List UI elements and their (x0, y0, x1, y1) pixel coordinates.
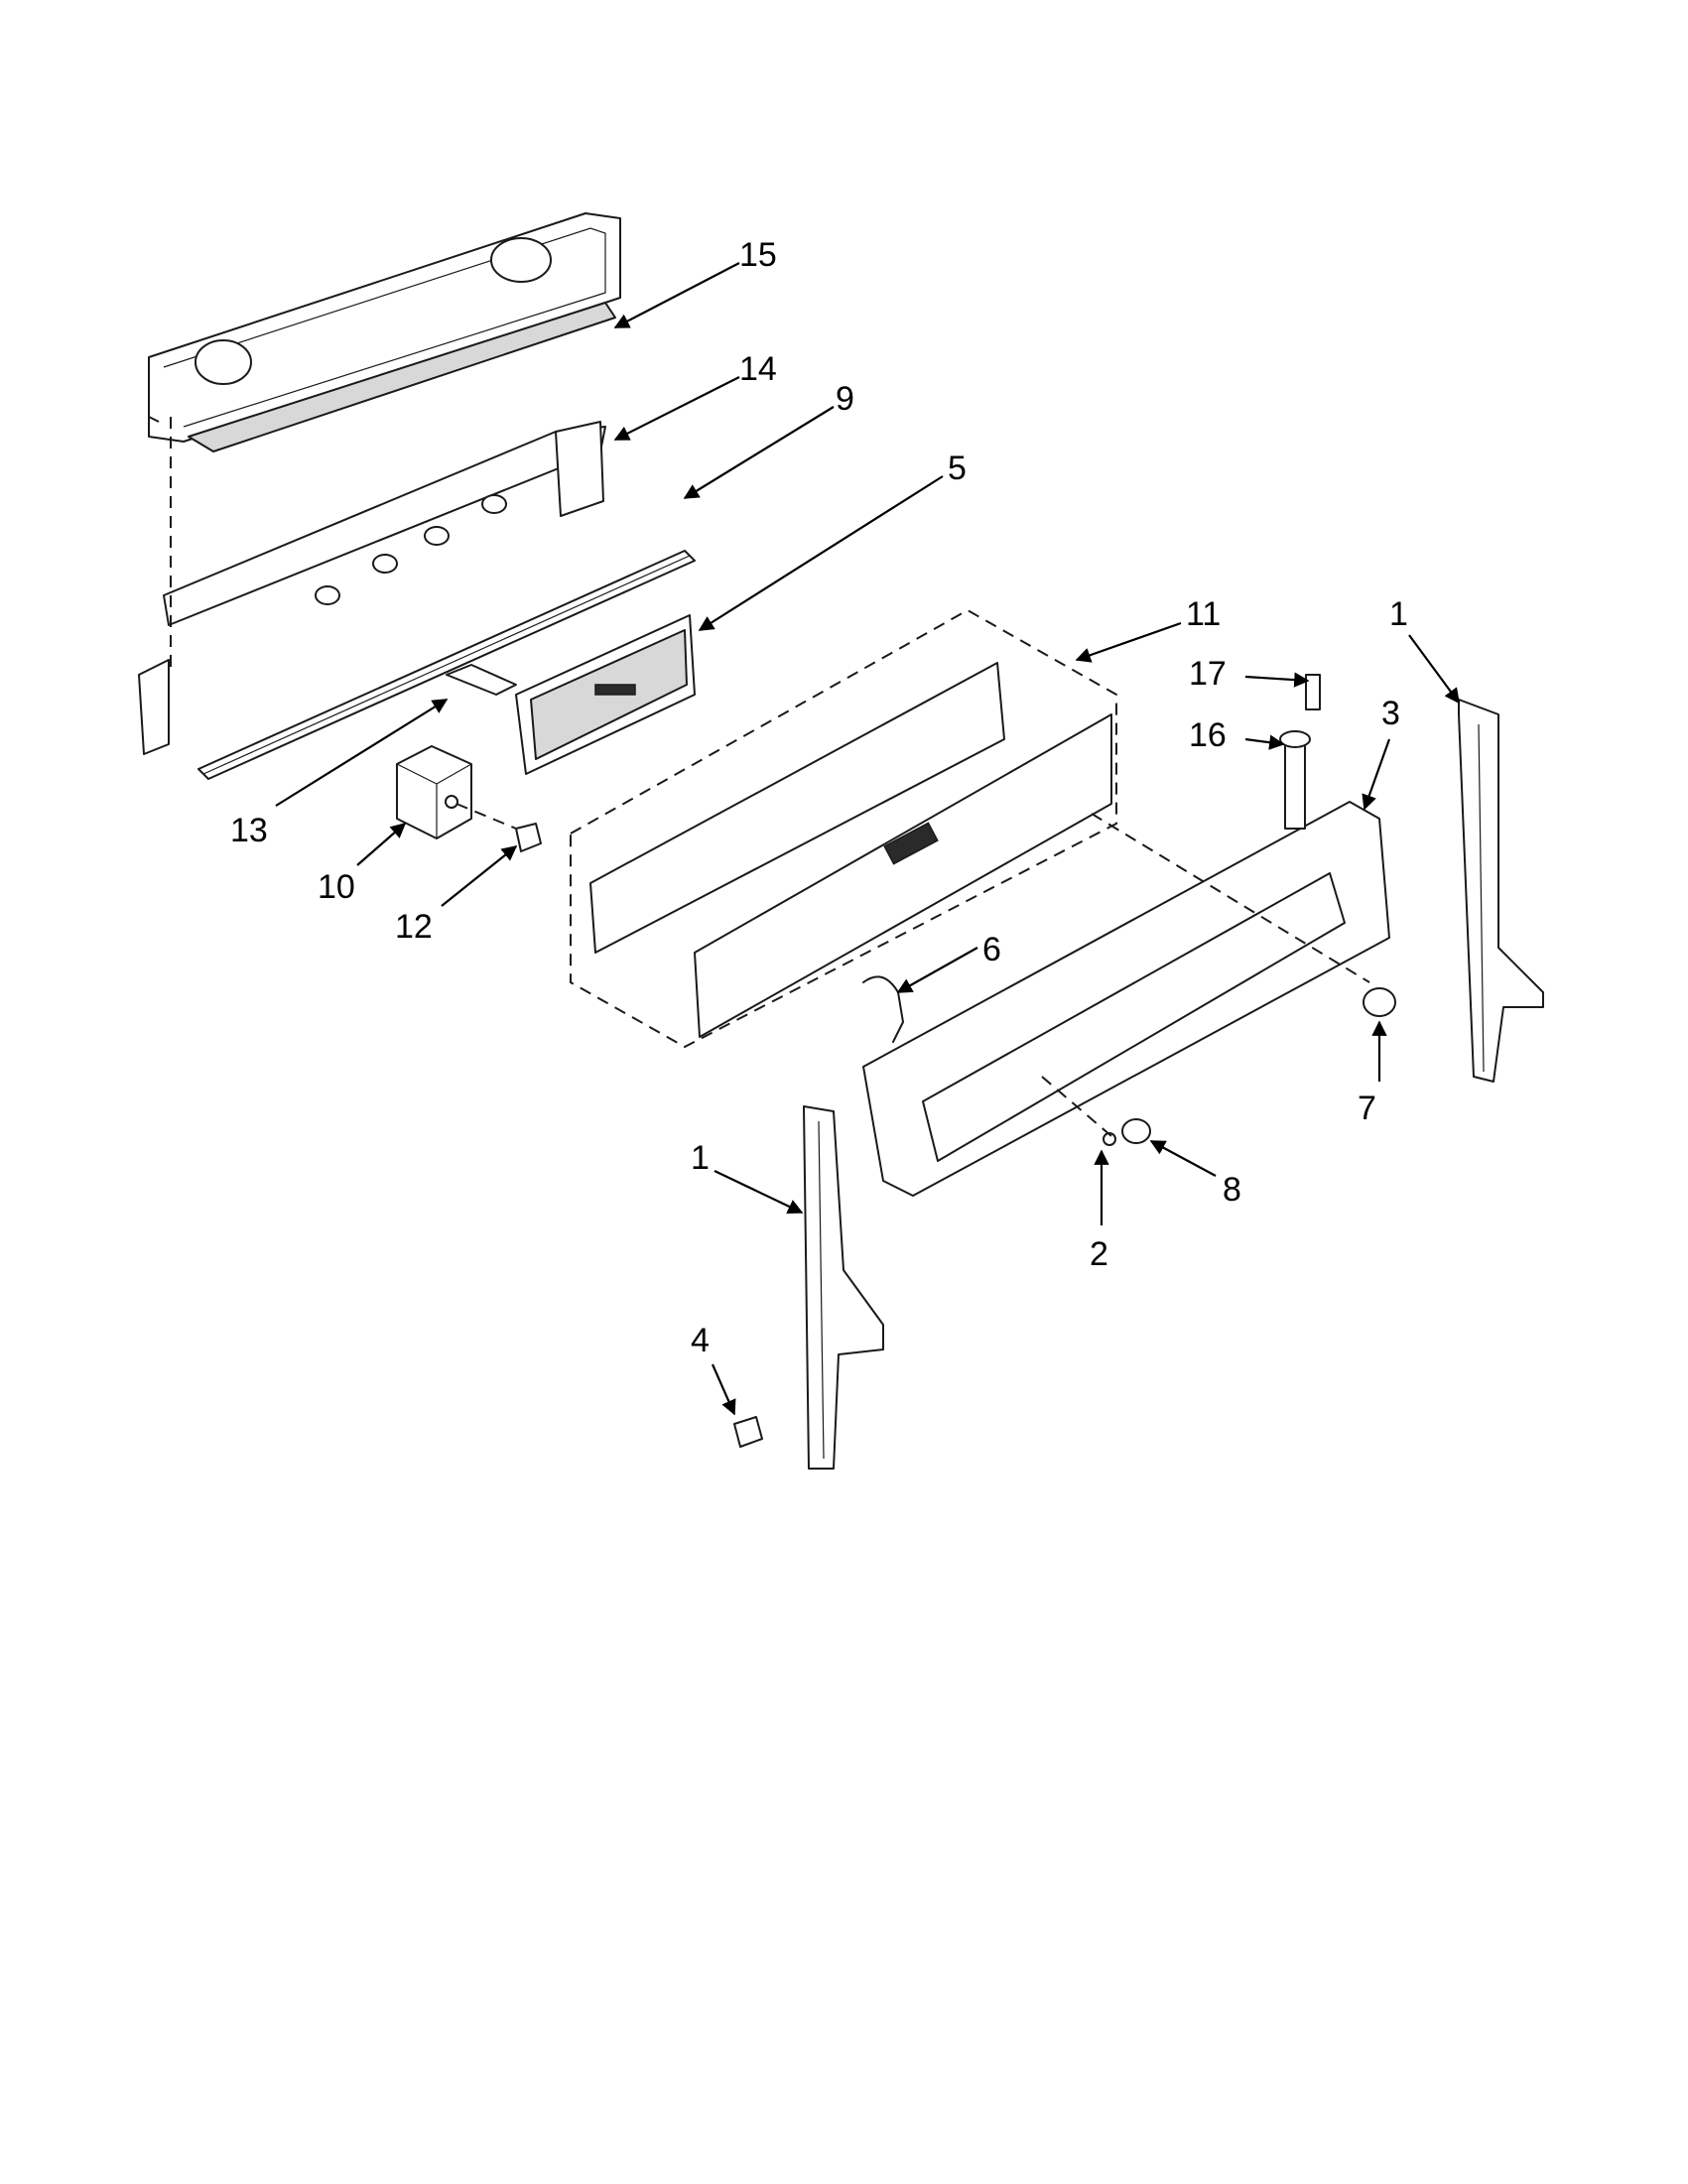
part-17-component (1305, 674, 1321, 710)
callout-10: 10 (318, 868, 355, 906)
callout-17: 17 (1189, 655, 1227, 693)
callout-4: 4 (691, 1322, 710, 1359)
callout-9: 9 (836, 380, 854, 418)
part-1-right-side-trim (1458, 699, 1544, 1083)
part-12-screw (515, 823, 542, 852)
callout-12: 12 (395, 908, 433, 946)
callout-6: 6 (982, 931, 1001, 968)
callout-2: 2 (1090, 1235, 1108, 1273)
callout-13: 13 (230, 812, 268, 849)
part-6-wire-harness (862, 975, 904, 1043)
part-11-control-panel (570, 608, 1117, 1049)
part-15-rear-housing (148, 212, 621, 452)
part-8-knob (1121, 1118, 1151, 1144)
callout-8: 8 (1223, 1171, 1241, 1209)
leader-lines (275, 262, 1460, 1416)
callout-7: 7 (1358, 1090, 1376, 1127)
callout-14: 14 (739, 350, 777, 388)
part-4-screw (733, 1416, 763, 1448)
part-1-left-side-trim (803, 1105, 884, 1470)
callout-5: 5 (948, 450, 967, 487)
part-3-frame (862, 801, 1390, 1197)
part-10-module (396, 745, 472, 839)
part-16-component (1279, 730, 1311, 830)
part-13-screw (446, 664, 517, 696)
part-7-knob (1363, 987, 1396, 1017)
callout-16: 16 (1189, 716, 1227, 754)
callout-11: 11 (1186, 595, 1221, 633)
callout-1-left: 1 (691, 1139, 710, 1177)
part-9-trim-strip (197, 550, 696, 780)
callout-15: 15 (739, 236, 777, 274)
callout-3: 3 (1381, 695, 1400, 732)
part-14-console-backer (138, 421, 606, 755)
callout-labels: 15 14 9 5 11 17 16 3 1 13 10 12 6 7 8 2 … (230, 236, 1408, 1359)
callout-1-right: 1 (1389, 595, 1408, 633)
part-5-control-board (515, 614, 696, 775)
